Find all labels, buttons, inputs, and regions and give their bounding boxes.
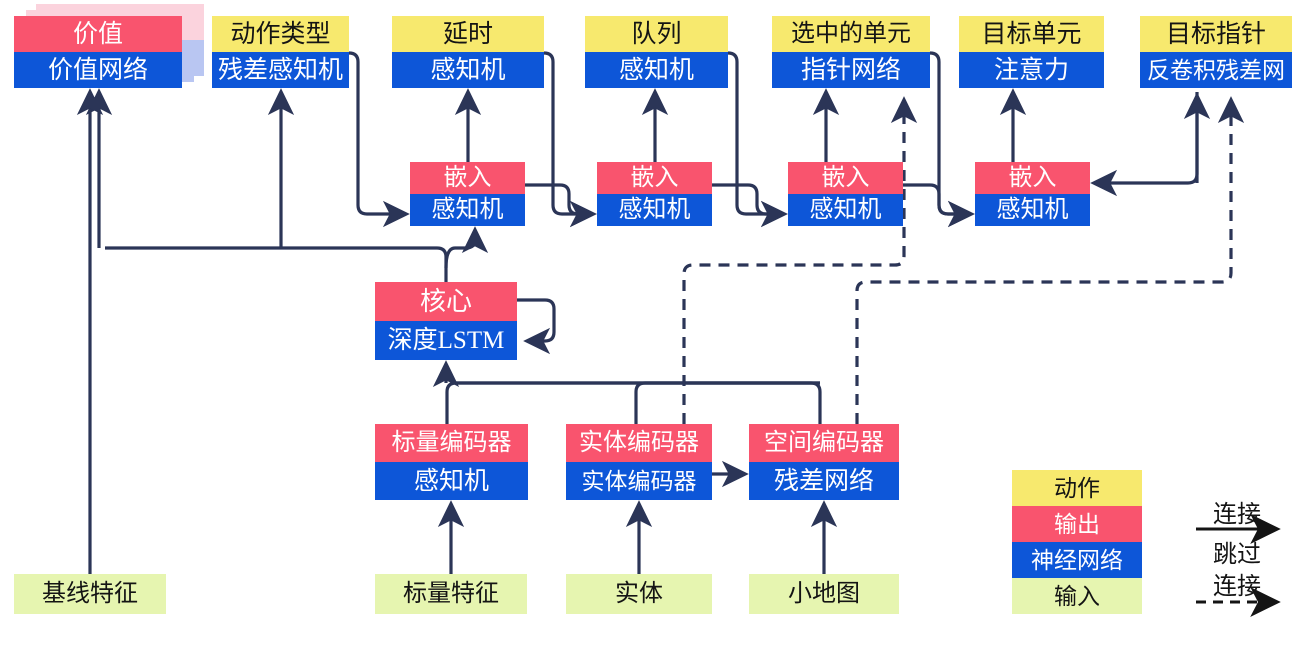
wire-entity-encoder-to-core (634, 381, 820, 424)
node-scalar-encoder-output-label: 标量编码器 (375, 424, 528, 462)
wire-embed3-to-embed4 (903, 183, 975, 228)
node-delay[interactable]: 延时 感知机 (392, 16, 544, 88)
node-core-output-label: 核心 (375, 282, 517, 321)
node-value-network-label: 价值网络 (14, 52, 182, 88)
node-core-network-label: 深度LSTM (375, 321, 517, 360)
node-spatial-encoder[interactable]: 空间编码器 残差网络 (749, 424, 899, 500)
input-scalar-features[interactable]: 标量特征 (375, 574, 527, 614)
node-target-pointer[interactable]: 目标指针 反卷积残差网 (1140, 16, 1292, 88)
skip-spatial-encoder-to-target-pointer (855, 96, 1245, 424)
node-selected-units[interactable]: 选中的单元 指针网络 (772, 16, 930, 88)
node-embed-2[interactable]: 嵌入 感知机 (597, 162, 712, 226)
legend-skip-label-line2: 连接 (1213, 574, 1261, 600)
node-core[interactable]: 核心 深度LSTM (375, 282, 517, 360)
node-embed-3-output-label: 嵌入 (788, 162, 903, 194)
node-entity-encoder-network-label: 实体编码器 (566, 462, 712, 500)
node-target-unit[interactable]: 目标单元 注意力 (959, 16, 1104, 88)
skip-entity-encoder-to-selected-units (682, 96, 918, 424)
node-scalar-encoder[interactable]: 标量编码器 感知机 (375, 424, 528, 500)
node-embed-3-network-label: 感知机 (788, 194, 903, 226)
wire-core-self-loop (517, 298, 556, 355)
node-value-output-label: 价值 (14, 16, 182, 52)
node-queue-network-label: 感知机 (585, 52, 728, 88)
legend-swatch-stack: 动作 输出 神经网络 输入 (1012, 470, 1142, 614)
node-embed-4-output-label: 嵌入 (975, 162, 1090, 194)
wire-core-output-riser (105, 246, 448, 282)
wire-target-pointer-feedback (1090, 92, 1199, 197)
node-target-pointer-network-label: 反卷积残差网 (1140, 52, 1292, 88)
node-embed-2-output-label: 嵌入 (597, 162, 712, 194)
wire-embed2-to-embed3 (712, 183, 788, 228)
node-embed-1-output-label: 嵌入 (410, 162, 525, 194)
legend-swatch-output: 输出 (1012, 506, 1142, 542)
wire-scalar-encoder-to-core (445, 381, 820, 424)
wire-spatial-encoder-to-core (455, 381, 822, 424)
legend-swatch-input: 输入 (1012, 578, 1142, 614)
node-embed-1[interactable]: 嵌入 感知机 (410, 162, 525, 226)
node-target-unit-action-label: 目标单元 (959, 16, 1104, 52)
node-spatial-encoder-network-label: 残差网络 (749, 462, 899, 500)
node-delay-network-label: 感知机 (392, 52, 544, 88)
wire-core-to-embed1 (444, 226, 489, 269)
input-minimap[interactable]: 小地图 (749, 574, 899, 614)
wire-action-type-to-embed1 (348, 51, 410, 228)
node-target-pointer-action-label: 目标指针 (1140, 16, 1292, 52)
node-embed-3[interactable]: 嵌入 感知机 (788, 162, 903, 226)
legend-swatch-action: 动作 (1012, 470, 1142, 506)
wire-embed1-to-embed2 (525, 183, 597, 228)
node-selected-units-network-label: 指针网络 (772, 52, 930, 88)
legend-skip-label-line1: 跳过 (1213, 542, 1261, 568)
node-action-type-network-label: 残差感知机 (212, 52, 349, 88)
node-queue[interactable]: 队列 感知机 (585, 16, 728, 88)
node-embed-4[interactable]: 嵌入 感知机 (975, 162, 1090, 226)
input-entities[interactable]: 实体 (566, 574, 712, 614)
node-queue-action-label: 队列 (585, 16, 728, 52)
node-delay-action-label: 延时 (392, 16, 544, 52)
node-embed-4-network-label: 感知机 (975, 194, 1090, 226)
node-action-type-action-label: 动作类型 (212, 16, 349, 52)
node-scalar-encoder-network-label: 感知机 (375, 462, 528, 500)
legend-swatch-network: 神经网络 (1012, 542, 1142, 578)
node-selected-units-action-label: 选中的单元 (772, 16, 930, 52)
wire-selected-to-embed4 (929, 51, 975, 228)
legend-connection-label: 连接 (1213, 502, 1261, 528)
node-target-unit-network-label: 注意力 (959, 52, 1104, 88)
node-action-type[interactable]: 动作类型 残差感知机 (212, 16, 349, 88)
input-baseline-features[interactable]: 基线特征 (14, 574, 166, 614)
node-entity-encoder-output-label: 实体编码器 (566, 424, 712, 462)
wire-delay-to-embed2 (543, 51, 597, 228)
wire-queue-to-embed3 (727, 51, 788, 228)
node-embed-2-network-label: 感知机 (597, 194, 712, 226)
node-embed-1-network-label: 感知机 (410, 194, 525, 226)
node-spatial-encoder-output-label: 空间编码器 (749, 424, 899, 462)
node-value[interactable]: 价值 价值网络 (14, 16, 182, 88)
node-entity-encoder[interactable]: 实体编码器 实体编码器 (566, 424, 712, 500)
